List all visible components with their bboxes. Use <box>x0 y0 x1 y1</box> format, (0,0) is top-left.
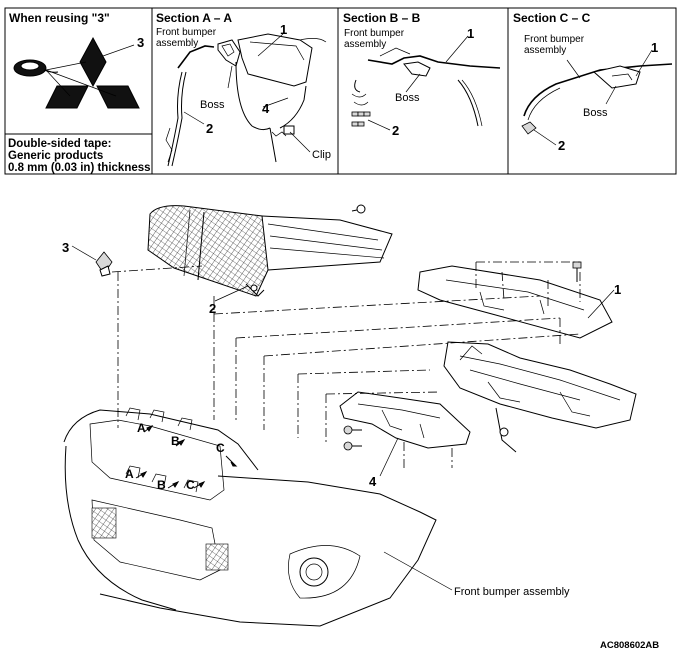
section-c-callout-2: 2 <box>558 138 565 153</box>
section-b-assembly-line1: Front bumper <box>344 28 405 39</box>
front-bumper-label: Front bumper assembly <box>454 586 570 598</box>
section-a-callout-4: 4 <box>262 101 270 116</box>
reuse-callout-3: 3 <box>137 35 144 50</box>
tape-spec-line1: Double-sided tape: <box>8 138 112 150</box>
clip-fastener-icon <box>343 425 362 451</box>
emblem-left-diamond <box>45 85 89 109</box>
section-a-panel: Section A – A Front bumper assembly 1 Bo… <box>156 11 331 167</box>
section-c-title: Section C – C <box>513 11 591 25</box>
top-panel-frames <box>4 7 677 175</box>
reuse-panel: When reusing "3" 3 Double-sided tape: Ge… <box>8 11 151 174</box>
radiator-grille <box>147 204 393 297</box>
section-b-assembly-line2: assembly <box>344 39 386 50</box>
section-a-title: Section A – A <box>156 11 232 25</box>
tape-spec-line2: Generic products <box>8 150 103 162</box>
section-b-title: Section B – B <box>343 11 421 25</box>
emblem-part-3 <box>71 245 113 277</box>
section-b-panel: Section B – B Front bumper assembly 1 Bo… <box>343 11 501 138</box>
tape-roll-icon <box>13 59 59 77</box>
figure-code: AC808602AB <box>600 640 659 651</box>
section-a-clip: Clip <box>312 149 331 161</box>
main-callout-3: 3 <box>62 240 69 255</box>
section-a-boss: Boss <box>200 99 225 111</box>
tape-spec-line3: 0.8 mm (0.03 in) thickness <box>8 162 151 174</box>
alignment-lines <box>111 261 581 470</box>
section-a-callout-1: 1 <box>280 22 287 37</box>
section-c-boss: Boss <box>583 107 608 119</box>
emblem-top-diamond <box>79 36 107 88</box>
section-mark-a-lower: A <box>125 467 134 481</box>
section-mark-b-lower: B <box>157 478 166 492</box>
section-c-callout-1: 1 <box>651 40 658 55</box>
section-mark-c-lower: C <box>186 478 195 492</box>
emblem-right-diamond <box>96 85 140 109</box>
section-a-assembly-line2: assembly <box>156 38 198 49</box>
section-b-callout-1: 1 <box>467 26 474 41</box>
section-b-boss: Boss <box>395 92 420 104</box>
upper-bar-part-1 <box>417 261 615 339</box>
section-b-callout-2: 2 <box>392 123 399 138</box>
section-b-grille-ribs <box>351 79 371 127</box>
section-mark-c-upper: C <box>216 441 225 455</box>
front-bumper-assembly <box>63 407 453 627</box>
main-callout-1: 1 <box>614 282 621 297</box>
section-mark-b-upper: B <box>171 434 180 448</box>
under-guide-part-4 <box>339 391 471 477</box>
section-mark-a-upper: A <box>137 421 146 435</box>
section-c-assembly-line1: Front bumper <box>524 34 585 45</box>
main-callout-4: 4 <box>369 474 377 489</box>
upper-bar-bolt-icon <box>572 261 582 282</box>
section-a-callout-2: 2 <box>206 121 213 136</box>
section-c-assembly-line2: assembly <box>524 45 566 56</box>
section-c-panel: Section C – C Front bumper assembly 1 Bo… <box>513 11 673 153</box>
reinforcement-frame <box>443 341 637 453</box>
grille-screw-icon <box>351 204 366 214</box>
section-a-assembly-line1: Front bumper <box>156 27 217 38</box>
reuse-panel-title: When reusing "3" <box>9 11 110 25</box>
main-callout-2: 2 <box>209 301 216 316</box>
